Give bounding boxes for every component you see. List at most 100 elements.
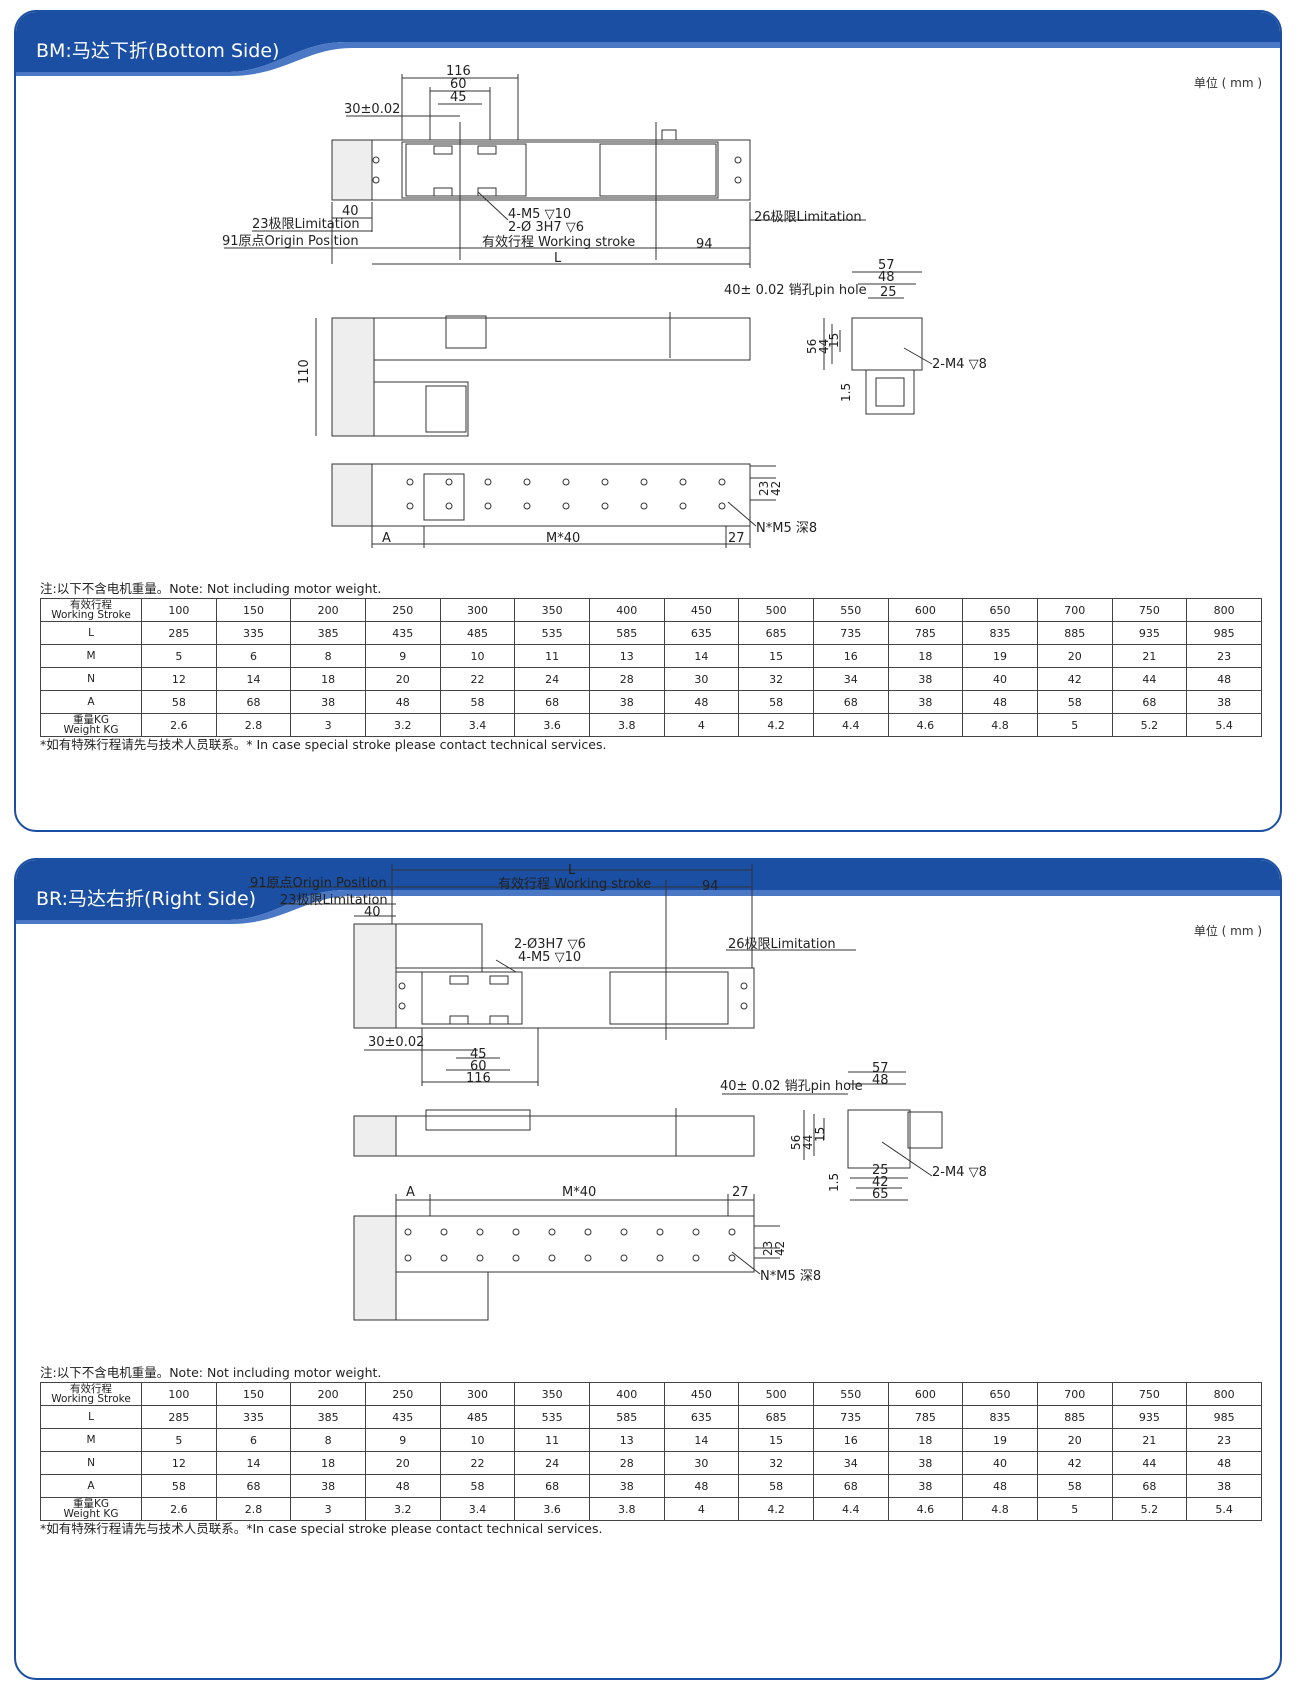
table-cell: 885 [1036,621,1113,645]
mounting-hole [656,1228,664,1236]
row-header-text: Weight KG [63,724,119,736]
mounting-hole [620,1228,628,1236]
table-cell: 24 [514,667,590,691]
table-cell: 4.8 [962,713,1038,737]
table-cell: 38 [887,690,964,714]
pinhole-label: 40± 0.02 销孔pin hole [720,1079,863,1094]
pinhole-label: 40± 0.02 销孔pin hole [724,283,867,298]
table-cell: 3.6 [514,713,590,737]
table-cell: 4.2 [738,713,814,737]
mounting-hole [562,478,570,486]
section-title: BM:马达下折(Bottom Side) [36,40,280,62]
mounting-hole [718,502,726,510]
mounting-hole [548,1254,556,1262]
dim-45: 45 [450,90,467,105]
dim-m40: M*40 [562,1185,596,1200]
table-cell: 28 [588,1451,665,1475]
row-header-text: 重量KG [72,714,110,726]
table-cell: 400 [588,598,665,622]
table-cell: 44 [1111,1451,1188,1475]
table-cell: 700 [1036,598,1113,622]
limit-23: 23极限Limitation [280,893,388,908]
dim-57: 57 [872,1061,889,1076]
mounting-hole [640,502,648,510]
stroke-label: 有效行程 Working stroke [482,235,635,250]
table-cell: 885 [1036,1405,1113,1429]
table-cell: 20 [364,667,441,691]
table-cell: 12 [141,1451,217,1475]
table-cell: 435 [364,621,441,645]
table-cell: 835 [962,1405,1038,1429]
table-cell: 4.8 [962,1497,1038,1521]
dim-A: A [406,1185,415,1200]
table-cell: 38 [588,690,665,714]
dim-48: 48 [878,270,895,285]
table-cell: 58 [141,1474,217,1498]
table-cell: 13 [588,644,665,668]
table-cell: 935 [1111,621,1188,645]
hole-pattern [406,478,726,510]
table-cell: 5.4 [1186,1497,1262,1521]
table-cell: 435 [364,1405,441,1429]
table-cell: 48 [1186,667,1262,691]
table-cell: 3.6 [514,1497,590,1521]
row-header: L [40,621,142,645]
table-cell: 18 [290,667,366,691]
top-view: L 91原点Origin Position 有效行程 Working strok… [248,863,856,1086]
table-cell: 48 [962,690,1038,714]
weight-note: 注:以下不含电机重量。Note: Not including motor wei… [40,1365,382,1380]
table-cell: 100 [141,1382,217,1406]
table-cell: 4.6 [887,1497,964,1521]
dim-23: 23 [761,1241,775,1256]
dim-1-5: 1.5 [839,383,853,402]
table-cell: 32 [738,1451,814,1475]
table-cell: 68 [812,690,889,714]
table-cell: 350 [514,1382,590,1406]
mounting-hole [484,478,492,486]
header-banner [16,860,1280,924]
table-cell: 785 [887,621,964,645]
m5-label: 4-M5 ▽10 [508,207,571,222]
table-cell: 14 [663,644,740,668]
br-section: BR:马达右折(Right Side) 单位 ( mm ) L 91原点Orig… [14,858,1282,1680]
mounting-hole [728,1254,736,1262]
table-cell: 22 [439,1451,516,1475]
mounting-hole [679,502,687,510]
table-cell: 13 [588,1428,665,1452]
unit-label: 单位 ( mm ) [1193,924,1262,938]
weight-note: 注:以下不含电机重量。Note: Not including motor wei… [40,581,382,596]
table-cell: 42 [1036,667,1113,691]
section-header: BM:马达下折(Bottom Side) [16,12,1280,82]
table-cell: 68 [514,690,590,714]
side-view [353,1108,755,1157]
mounting-hole [476,1228,484,1236]
table-cell: 3.2 [364,1497,441,1521]
dim-40: 40 [342,204,359,219]
dim-25: 25 [880,285,897,300]
br-technical-drawing: L 91原点Origin Position 有效行程 Working strok… [248,863,987,1321]
table-cell: 4 [663,1497,740,1521]
row-header-text: 有效行程 [70,1383,112,1395]
dim-42b: 42 [872,1175,889,1190]
table-cell: 11 [514,1428,590,1452]
table-cell: 450 [663,1382,740,1406]
end-view: 57 48 25 40± 0.02 销孔pin hole 56 44 15 1.… [724,258,987,415]
table-cell: 600 [887,598,964,622]
table-cell: 635 [663,621,740,645]
mounting-hole [584,1228,592,1236]
section-title: BR:马达右折(Right Side) [36,888,257,910]
row-header-text: 重量KG [72,1498,110,1510]
table-cell: 3.8 [588,713,665,737]
table-cell: 38 [290,1474,366,1498]
mounting-hole [562,502,570,510]
m4-label: 2-M4 ▽8 [932,1165,987,1180]
table-cell: 48 [663,690,740,714]
dim-56: 56 [805,339,819,354]
table-cell: 20 [1036,644,1113,668]
table-cell: 250 [364,598,441,622]
